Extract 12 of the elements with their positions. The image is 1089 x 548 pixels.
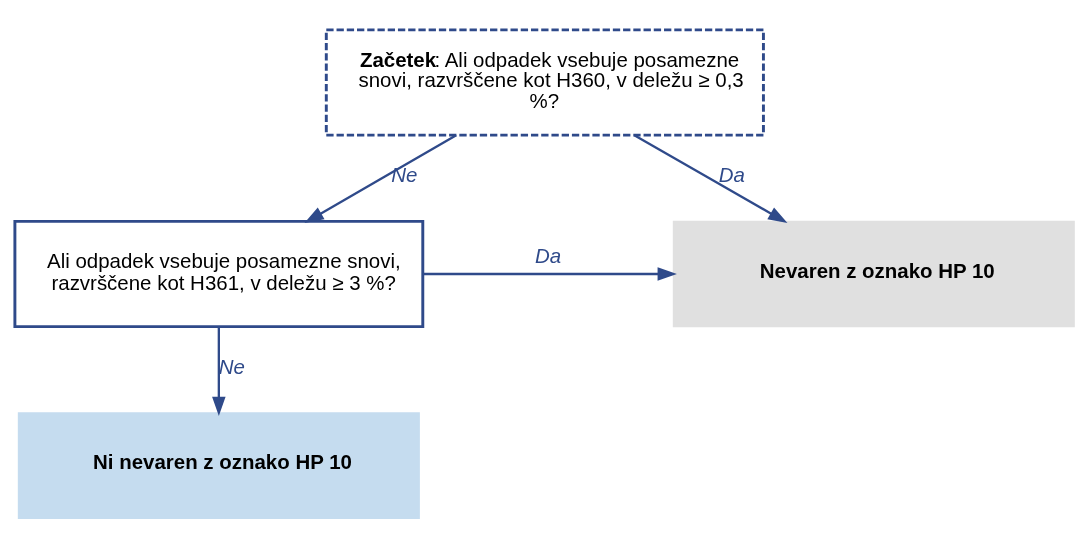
arrow bbox=[212, 327, 226, 417]
node-box: Začetek: Ali odpadek vsebuje posamezne snovi, razvrščene kot H360, v deležu ≥ 0,3 %? bbox=[324, 28, 765, 137]
node-box: Ali odpadek vsebuje posamezne snovi, razvrščene kot H361, v deležu ≥ 3 %? bbox=[13, 219, 425, 329]
edge-label: Da bbox=[718, 163, 745, 187]
edge-label: Ne bbox=[391, 163, 418, 187]
arrow bbox=[633, 134, 788, 224]
arrow bbox=[422, 267, 677, 281]
node-box: Nevaren z oznako HP 10 bbox=[672, 220, 1075, 328]
node-box: Ni nevaren z oznako HP 10 bbox=[17, 412, 420, 519]
arrow bbox=[304, 134, 457, 224]
edge-label: Da bbox=[535, 243, 562, 267]
edge-label: Ne bbox=[218, 354, 245, 378]
